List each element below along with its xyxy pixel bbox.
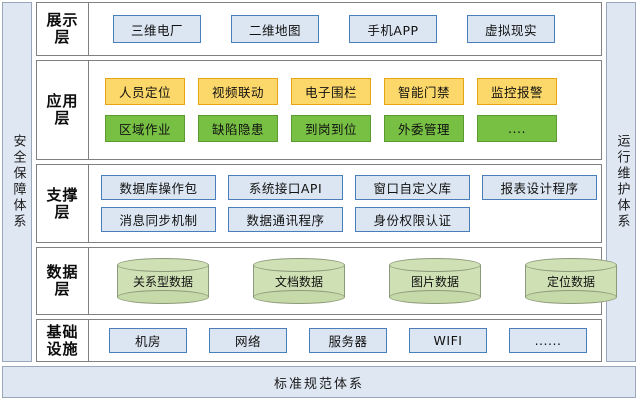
cylinder-bottom-icon [389,290,481,304]
node-presentation-virtual-reality[interactable]: 虚拟现实 [467,15,555,43]
layer-infrastructure-row-1: 机房 网络 服务器 WIFI ...... [95,328,595,353]
cylinder-top-icon [253,258,345,272]
right-band-label: 运行维护体系 [614,134,630,230]
database-cylinder-label: 定位数据 [546,274,595,289]
node-application-electronic-fence[interactable]: 电子围栏 [291,78,371,105]
node-application-video-linkage[interactable]: 视频联动 [198,78,278,105]
node-support-system-interface-api[interactable]: 系统接口API [228,175,343,200]
layer-application-row-1: 人员定位 视频联动 电子围栏 智能门禁 监控报警 [95,78,595,105]
layer-application-label-cell: 应用层 [37,61,89,159]
node-infrastructure-server[interactable]: 服务器 [309,328,387,353]
layer-presentation: 展示层 三维电厂 二维地图 手机APP 虚拟现实 [36,2,602,56]
database-cylinder-positioning-data[interactable]: 定位数据 [525,258,617,304]
layer-data-body: 关系型数据 文档数据 图片数据 定 [89,248,623,314]
layer-application-label: 应用层 [46,92,79,127]
node-application-personnel-positioning[interactable]: 人员定位 [105,78,185,105]
node-infrastructure-more[interactable]: ...... [509,328,587,353]
database-cylinder-label: 图片数据 [410,274,459,289]
layer-application-body: 人员定位 视频联动 电子围栏 智能门禁 监控报警 区域作业 缺陷隐患 到岗到位 … [89,61,601,159]
layer-data-label-cell: 数据层 [37,248,89,314]
database-cylinder-label: 关系型数据 [132,274,193,289]
layer-presentation-body: 三维电厂 二维地图 手机APP 虚拟现实 [89,3,601,55]
cylinder-bottom-icon [525,290,617,304]
node-infrastructure-server-room[interactable]: 机房 [109,328,187,353]
layer-presentation-row-1: 三维电厂 二维地图 手机APP 虚拟现实 [95,15,595,43]
node-support-message-sync-mechanism[interactable]: 消息同步机制 [101,207,216,232]
layer-presentation-label: 展示层 [46,11,79,46]
layer-presentation-label-cell: 展示层 [37,3,89,55]
node-application-more[interactable]: .... [477,115,557,142]
node-infrastructure-network[interactable]: 网络 [209,328,287,353]
node-support-identity-permission-auth[interactable]: 身份权限认证 [355,207,470,232]
node-application-defect-hazard[interactable]: 缺陷隐患 [198,115,278,142]
layer-data-row-1: 关系型数据 文档数据 图片数据 定 [95,258,617,304]
database-cylinder-document-data[interactable]: 文档数据 [253,258,345,304]
cylinder-top-icon [389,258,481,272]
node-presentation-2d-map[interactable]: 二维地图 [231,15,319,43]
database-cylinder-relational-data[interactable]: 关系型数据 [117,258,209,304]
layer-support-row-1: 数据库操作包 系统接口API 窗口自定义库 报表设计程序 [95,175,597,200]
layer-infrastructure-body: 机房 网络 服务器 WIFI ...... [89,320,601,361]
node-application-monitoring-alarm[interactable]: 监控报警 [477,78,557,105]
layer-application: 应用层 人员定位 视频联动 电子围栏 智能门禁 监控报警 区域作业 缺陷隐患 到… [36,60,602,160]
layer-support-row-2: 消息同步机制 数据通讯程序 身份权限认证 [95,207,597,232]
node-presentation-3d-plant[interactable]: 三维电厂 [113,15,201,43]
node-support-data-communication-program[interactable]: 数据通讯程序 [228,207,343,232]
bottom-band-standards: 标准规范体系 [2,366,636,398]
layer-data: 数据层 关系型数据 文档数据 [36,247,617,315]
cylinder-bottom-icon [253,290,345,304]
node-application-post-attendance[interactable]: 到岗到位 [291,115,371,142]
node-application-area-operations[interactable]: 区域作业 [105,115,185,142]
layer-support-body: 数据库操作包 系统接口API 窗口自定义库 报表设计程序 消息同步机制 数据通讯… [89,165,603,242]
node-infrastructure-wifi[interactable]: WIFI [409,328,487,353]
node-support-report-design-program[interactable]: 报表设计程序 [482,175,597,200]
right-vertical-band-operations: 运行维护体系 [606,2,636,362]
left-vertical-band-security: 安全保障体系 [2,2,32,362]
node-support-window-custom-library[interactable]: 窗口自定义库 [355,175,470,200]
node-presentation-mobile-app[interactable]: 手机APP [349,15,437,43]
left-band-label: 安全保障体系 [10,134,26,230]
layer-support: 支撑层 数据库操作包 系统接口API 窗口自定义库 报表设计程序 消息同步机制 … [36,164,602,243]
node-application-smart-access-control[interactable]: 智能门禁 [384,78,464,105]
layer-support-label: 支撑层 [46,185,79,221]
layer-infrastructure-label-cell: 基础设施 [37,320,89,361]
layer-application-row-2: 区域作业 缺陷隐患 到岗到位 外委管理 .... [95,115,595,142]
layer-support-label-cell: 支撑层 [37,165,89,242]
node-application-outsourcing-management[interactable]: 外委管理 [384,115,464,142]
cylinder-bottom-icon [117,290,209,304]
cylinder-top-icon [117,258,209,272]
cylinder-top-icon [525,258,617,272]
bottom-band-label: 标准规范体系 [273,376,364,392]
database-cylinder-label: 文档数据 [274,274,323,289]
layer-infrastructure: 基础设施 机房 网络 服务器 WIFI ...... [36,319,602,362]
node-support-database-operation-package[interactable]: 数据库操作包 [101,175,216,200]
layer-data-label: 数据层 [46,263,79,298]
layer-infrastructure-label: 基础设施 [46,322,79,358]
database-cylinder-image-data[interactable]: 图片数据 [389,258,481,304]
